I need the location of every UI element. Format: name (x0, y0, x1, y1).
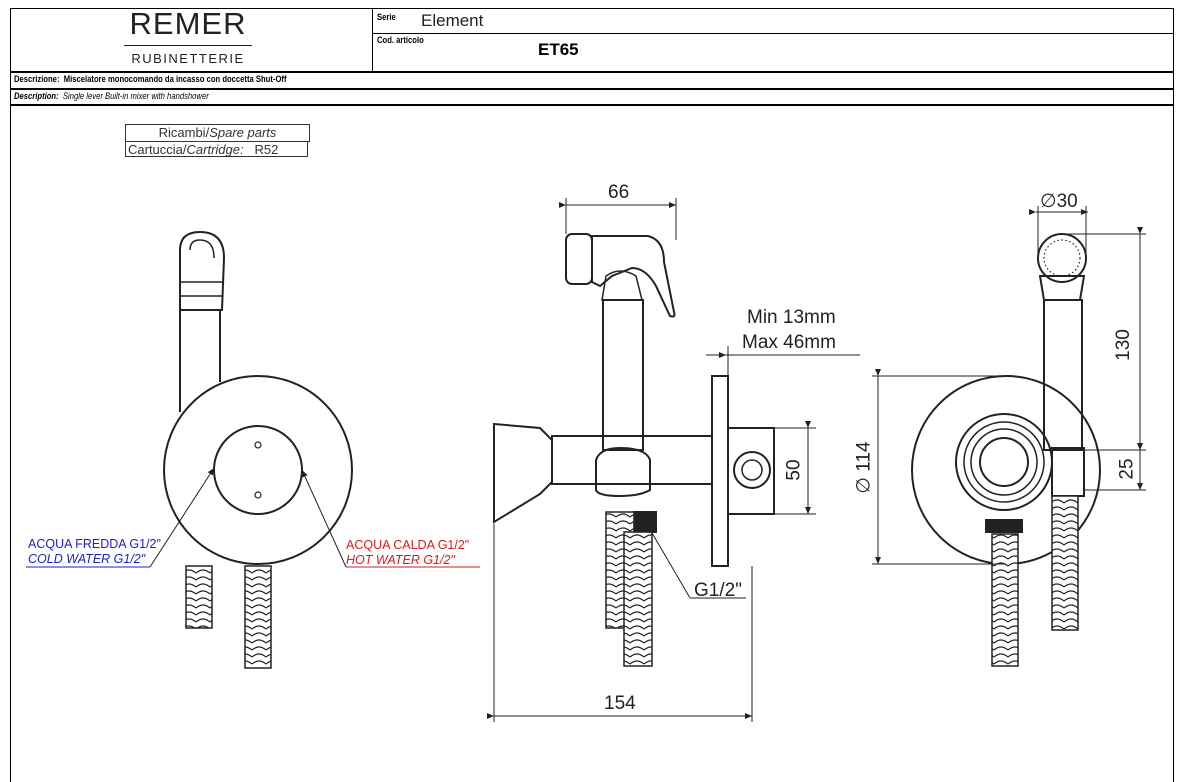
side-view-hose-back (623, 531, 653, 667)
front-view-hook-inner (189, 239, 215, 259)
dim-max: Max 46mm (742, 332, 836, 353)
dim-25: 25 (1116, 458, 1138, 480)
dim-g12: G1/2" (694, 580, 742, 601)
dim-130: 130 (1112, 329, 1134, 361)
back-view-handset-shaft (1043, 299, 1083, 451)
side-view-handset-holder (595, 446, 651, 498)
side-view-connector (633, 511, 657, 533)
side-view-body (551, 435, 713, 485)
back-view-body-ring (970, 428, 1038, 496)
description-en-label: Description: (14, 91, 59, 101)
title-block-frame (10, 8, 1174, 72)
front-view-lever (213, 425, 303, 515)
back-view-hose-left (991, 533, 1019, 667)
g12-leader (647, 525, 691, 599)
back-view-handset-face (1043, 239, 1081, 277)
side-view-outlet-inner (741, 459, 763, 481)
serie-value: Element (421, 11, 484, 30)
description-en-text: Single lever Built-in mixer with handsho… (62, 91, 209, 101)
front-view-screw (254, 491, 262, 499)
hot-water-label-en: HOT WATER G1/2" (346, 553, 455, 567)
code-label: Cod. articolo (377, 35, 424, 45)
side-view-handset-shaft (602, 299, 644, 451)
back-view (911, 233, 1101, 667)
front-view-screw (254, 441, 262, 449)
brand-logo-name: REMER (129, 6, 247, 41)
back-view-hose-right (1051, 495, 1079, 631)
side-view-handset-body (591, 235, 676, 318)
spare-parts-title-it: Ricambi/ (158, 125, 210, 140)
brand-logo-rule (124, 45, 252, 46)
description-it-text: Miscelatore monocomando da incasso con d… (63, 74, 287, 84)
cartridge-label-en: Cartridge: (186, 142, 244, 157)
front-view-leaders (26, 467, 480, 568)
title-block-row-divider (372, 33, 1174, 34)
cartridge-label-it: Cartuccia/ (128, 142, 187, 157)
cold-water-leader (149, 467, 215, 568)
hot-water-label-it: ACQUA CALDA G1/2" (346, 538, 470, 552)
side-view-rear-box (727, 427, 775, 515)
desc-it-row-frame (10, 72, 1174, 89)
back-view-connector (985, 519, 1023, 533)
back-view-holder (1051, 447, 1085, 497)
dim-min: Min 13mm (747, 307, 836, 328)
description-it-label: Descrizione: (14, 74, 60, 84)
desc-en-row-frame (10, 89, 1174, 105)
cold-water-label-en: COLD WATER G1/2" (28, 552, 146, 566)
back-view-handset-head (1037, 233, 1087, 283)
side-view-dimensions (487, 198, 860, 722)
front-view (163, 230, 353, 669)
title-block-divider (372, 8, 373, 72)
cartridge-code: R52 (254, 142, 279, 157)
side-view-wall-plate (711, 375, 729, 567)
side-view-handset-collar (601, 270, 643, 301)
back-view-body-inner (979, 437, 1029, 487)
hot-water-leader (301, 469, 347, 568)
side-view-outlet (733, 451, 771, 489)
diameter-symbol: ∅ (1040, 191, 1057, 212)
diameter-symbol: ∅ (853, 477, 875, 494)
drawing-frame (10, 105, 1174, 782)
back-view-dimensions (872, 206, 1146, 565)
dim-30-value: 30 (1056, 191, 1078, 212)
dim-30: ∅30 (1040, 190, 1078, 213)
dim-50: 50 (783, 459, 805, 481)
dim-114: ∅ 114 (853, 441, 876, 493)
back-view-handset-collar (1038, 275, 1086, 301)
dim-66: 66 (608, 182, 630, 203)
front-view-plate (163, 375, 353, 565)
serie-label: Serie (377, 12, 396, 22)
side-view (493, 233, 775, 667)
cold-water-label-it: ACQUA FREDDA G1/2" (28, 537, 161, 551)
front-view-hose-hot (244, 565, 272, 669)
side-view-lever-cap (493, 422, 553, 524)
code-value: ET65 (538, 40, 579, 59)
brand-logo-subtitle: RUBINETTERIE (131, 51, 245, 66)
dim-114-value: 114 (853, 441, 875, 472)
side-view-handset-nozzle (565, 233, 593, 285)
spare-parts-cartridge: Cartuccia/Cartridge: R52 (125, 141, 308, 157)
description-en: Description: Single lever Built-in mixer… (14, 91, 209, 101)
dim-154: 154 (604, 693, 636, 714)
front-view-hose-cold (185, 565, 213, 629)
front-view-hook (179, 230, 226, 311)
description-it: Descrizione: Miscelatore monocomando da … (14, 74, 287, 84)
back-view-body-mid (963, 421, 1045, 503)
spare-parts-title-en: Spare parts (209, 125, 277, 140)
